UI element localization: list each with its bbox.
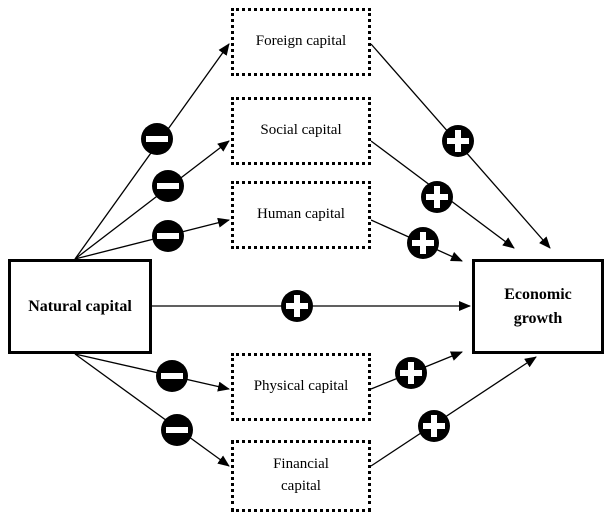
foreign-capital-label: Foreign capital bbox=[255, 33, 347, 50]
plus-sign-icon bbox=[421, 181, 453, 213]
node-social-capital: Social capital bbox=[231, 97, 371, 165]
physical-capital-label: Physical capital bbox=[253, 378, 349, 395]
social-capital-label: Social capital bbox=[260, 122, 342, 139]
plus-sign-icon bbox=[442, 125, 474, 157]
plus-sign-icon bbox=[407, 227, 439, 259]
minus-sign-icon bbox=[156, 360, 188, 392]
minus-sign-icon bbox=[152, 220, 184, 252]
node-financial-capital: Financial capital bbox=[231, 440, 371, 512]
minus-sign-icon bbox=[152, 170, 184, 202]
edge-natural-capital-to-financial-capital bbox=[74, 353, 230, 467]
natural-capital-label: Natural capital bbox=[28, 297, 132, 315]
plus-sign-icon bbox=[418, 410, 450, 442]
node-physical-capital: Physical capital bbox=[231, 353, 371, 421]
node-natural-capital: Natural capital bbox=[8, 259, 152, 354]
node-human-capital: Human capital bbox=[231, 181, 371, 249]
node-economic-growth: Economic growth bbox=[472, 259, 604, 354]
edge-financial-capital-to-economic-growth bbox=[370, 356, 537, 467]
financial-capital-label: Financial capital bbox=[273, 456, 329, 494]
plus-sign-icon bbox=[395, 357, 427, 389]
minus-sign-icon bbox=[141, 123, 173, 155]
node-foreign-capital: Foreign capital bbox=[231, 8, 371, 76]
edge-natural-capital-to-human-capital bbox=[74, 217, 230, 260]
edge-natural-capital-to-physical-capital bbox=[74, 353, 230, 392]
human-capital-label: Human capital bbox=[257, 206, 345, 223]
economic-growth-label: Economic growth bbox=[504, 286, 572, 327]
minus-sign-icon bbox=[161, 414, 193, 446]
edge-natural-capital-to-social-capital bbox=[74, 140, 230, 260]
plus-sign-icon bbox=[281, 290, 313, 322]
